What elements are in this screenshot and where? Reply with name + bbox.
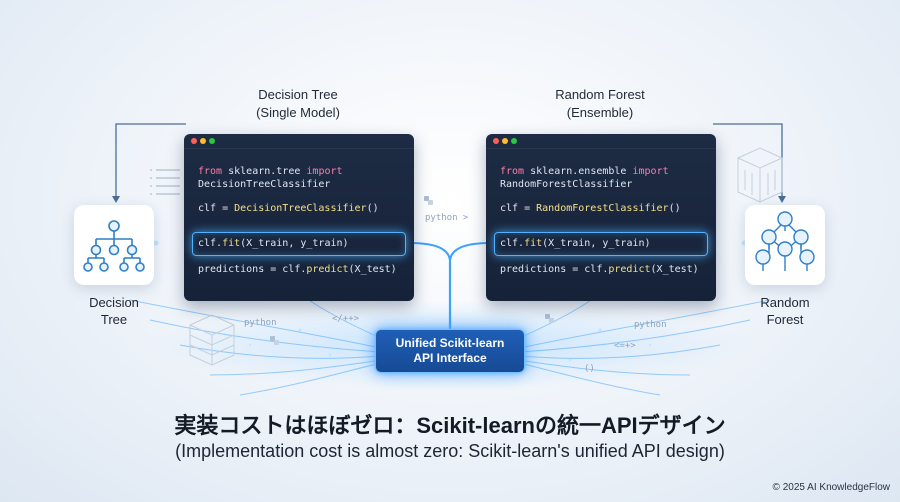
- maximize-dot-icon: [511, 138, 517, 144]
- code-predict-line: predictions = clf.predict(X_test): [198, 264, 397, 275]
- maximize-dot-icon: [209, 138, 215, 144]
- python-deco-left: python: [244, 318, 277, 328]
- python-deco-right: python: [634, 320, 667, 330]
- main-title: 実装コストはほぼゼロ：Scikit-learnの統一APIデザイン: [174, 413, 726, 438]
- python-deco-center: python >: [425, 213, 469, 223]
- minimize-dot-icon: [502, 138, 508, 144]
- api-box-line1: Unified Scikit-learn: [395, 336, 505, 350]
- code-constructor-line: clf = RandomForestClassifier(): [500, 203, 681, 214]
- left-top-connector: [115, 123, 186, 200]
- decision-tree-icon: [83, 220, 145, 272]
- code-class-line: RandomForestClassifier: [500, 179, 633, 190]
- flow-curves-right: [514, 259, 771, 396]
- fit-highlight: [192, 232, 406, 256]
- subtitle: (Implementation cost is almost zero: Sci…: [175, 441, 725, 461]
- code-predict-line: predictions = clf.predict(X_test): [500, 264, 699, 275]
- left-column-title: Decision Tree (Single Model): [198, 86, 398, 122]
- unified-api-box: Unified Scikit-learn API Interface: [375, 329, 525, 373]
- fit-highlight: [494, 232, 708, 256]
- python-logo-icon: [270, 196, 554, 345]
- right-title-line1: Random Forest: [555, 87, 645, 102]
- list-icon: [150, 169, 180, 195]
- code-tag-deco-right: <=+>: [614, 341, 636, 351]
- code-fit-line: clf.fit(X_train, y_train): [500, 238, 651, 249]
- code-import-line: from sklearn.tree import: [198, 166, 343, 177]
- decision-tree-label: Decision Tree: [89, 295, 139, 327]
- copyright: © 2025 AI KnowledgeFlow: [772, 482, 890, 493]
- parens-deco: (): [584, 364, 595, 374]
- random-forest-icon: [755, 211, 815, 271]
- decision-tree-card: [74, 205, 154, 285]
- database-icon: [189, 314, 235, 366]
- left-title-line1: Decision Tree: [258, 87, 338, 102]
- close-dot-icon: [191, 138, 197, 144]
- code-fit-line: clf.fit(X_train, y_train): [198, 238, 349, 249]
- right-arrowhead: [778, 196, 786, 203]
- left-title-line2: (Single Model): [256, 105, 340, 120]
- random-forest-label: Random Forest: [760, 295, 810, 327]
- right-title-line2: (Ensemble): [566, 105, 634, 120]
- code-tag-deco-left: </++>: [332, 314, 360, 324]
- random-forest-card: [745, 205, 825, 285]
- decision-tree-code-window: from sklearn.tree import DecisionTreeCla…: [184, 134, 414, 301]
- random-forest-code-window: from sklearn.ensemble import RandomFores…: [486, 134, 716, 301]
- close-dot-icon: [493, 138, 499, 144]
- window-titlebar: [486, 134, 716, 149]
- cube-icon: [737, 147, 783, 203]
- api-box-line2: API Interface: [413, 351, 487, 365]
- window-titlebar: [184, 134, 414, 149]
- minimize-dot-icon: [200, 138, 206, 144]
- code-constructor-line: clf = DecisionTreeClassifier(): [198, 203, 379, 214]
- right-column-title: Random Forest (Ensemble): [500, 86, 700, 122]
- code-import-line: from sklearn.ensemble import: [500, 166, 669, 177]
- code-class-line: DecisionTreeClassifier: [198, 179, 331, 190]
- left-arrowhead: [112, 196, 120, 203]
